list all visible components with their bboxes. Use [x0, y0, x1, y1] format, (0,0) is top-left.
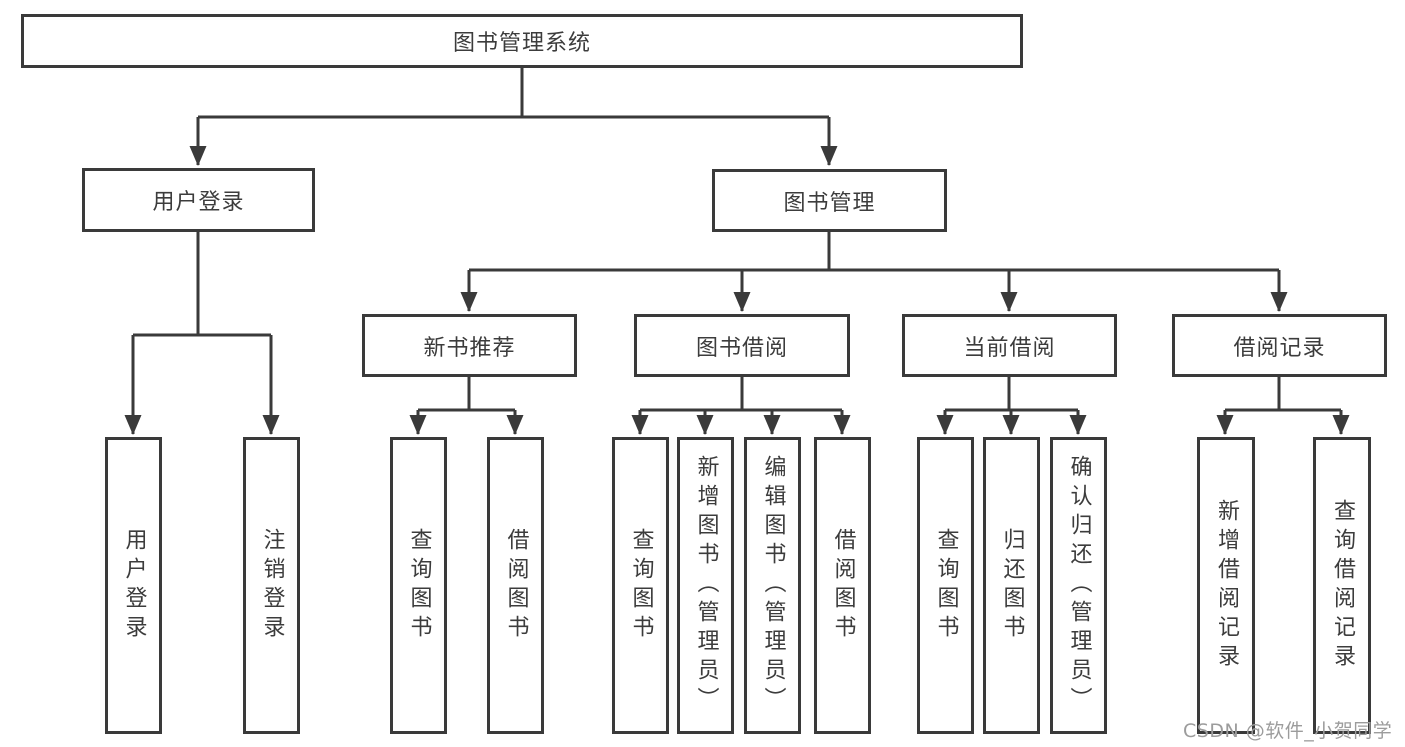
leaf-add-books-admin: 新增图书（管理员） [677, 437, 734, 734]
node-new-book-recommendation: 新书推荐 [362, 314, 577, 377]
connector-root-to-level2 [189, 66, 838, 166]
csdn-watermark: CSDN @软件_小贺同学 [1183, 720, 1393, 742]
leaf-edit-books-admin: 编辑图书（管理员） [744, 437, 801, 734]
node-library-management-system: 图书管理系统 [21, 14, 1023, 68]
leaf-search-books-borrow: 查询图书 [612, 437, 669, 734]
leaf-return-books: 归还图书 [983, 437, 1040, 734]
node-current-borrowing: 当前借阅 [902, 314, 1117, 377]
connector-userlogin-to-leaves [124, 232, 280, 435]
leaf-borrow-books: 借阅图书 [814, 437, 871, 734]
connector-records-to-leaves [1216, 377, 1350, 435]
leaf-search-books-current: 查询图书 [917, 437, 974, 734]
leaf-add-borrow-record: 新增借阅记录 [1197, 437, 1255, 734]
leaf-borrow-books-newbook: 借阅图书 [487, 437, 544, 734]
connector-bookmgmt-to-level3 [460, 232, 1288, 312]
leaf-search-borrow-record: 查询借阅记录 [1313, 437, 1371, 734]
connector-bookborrow-to-leaves [631, 377, 851, 435]
node-book-management: 图书管理 [712, 169, 947, 232]
connector-currentborrow-to-leaves [936, 377, 1087, 435]
leaf-logout: 注销登录 [243, 437, 300, 734]
leaf-search-books-newbook: 查询图书 [390, 437, 447, 734]
leaf-user-login: 用户登录 [105, 437, 162, 734]
leaf-confirm-return-admin: 确认归还（管理员） [1050, 437, 1107, 734]
node-book-borrowing: 图书借阅 [634, 314, 850, 377]
node-user-login: 用户登录 [82, 168, 315, 232]
node-borrowing-records: 借阅记录 [1172, 314, 1387, 377]
connector-newbook-to-leaves [409, 377, 524, 435]
